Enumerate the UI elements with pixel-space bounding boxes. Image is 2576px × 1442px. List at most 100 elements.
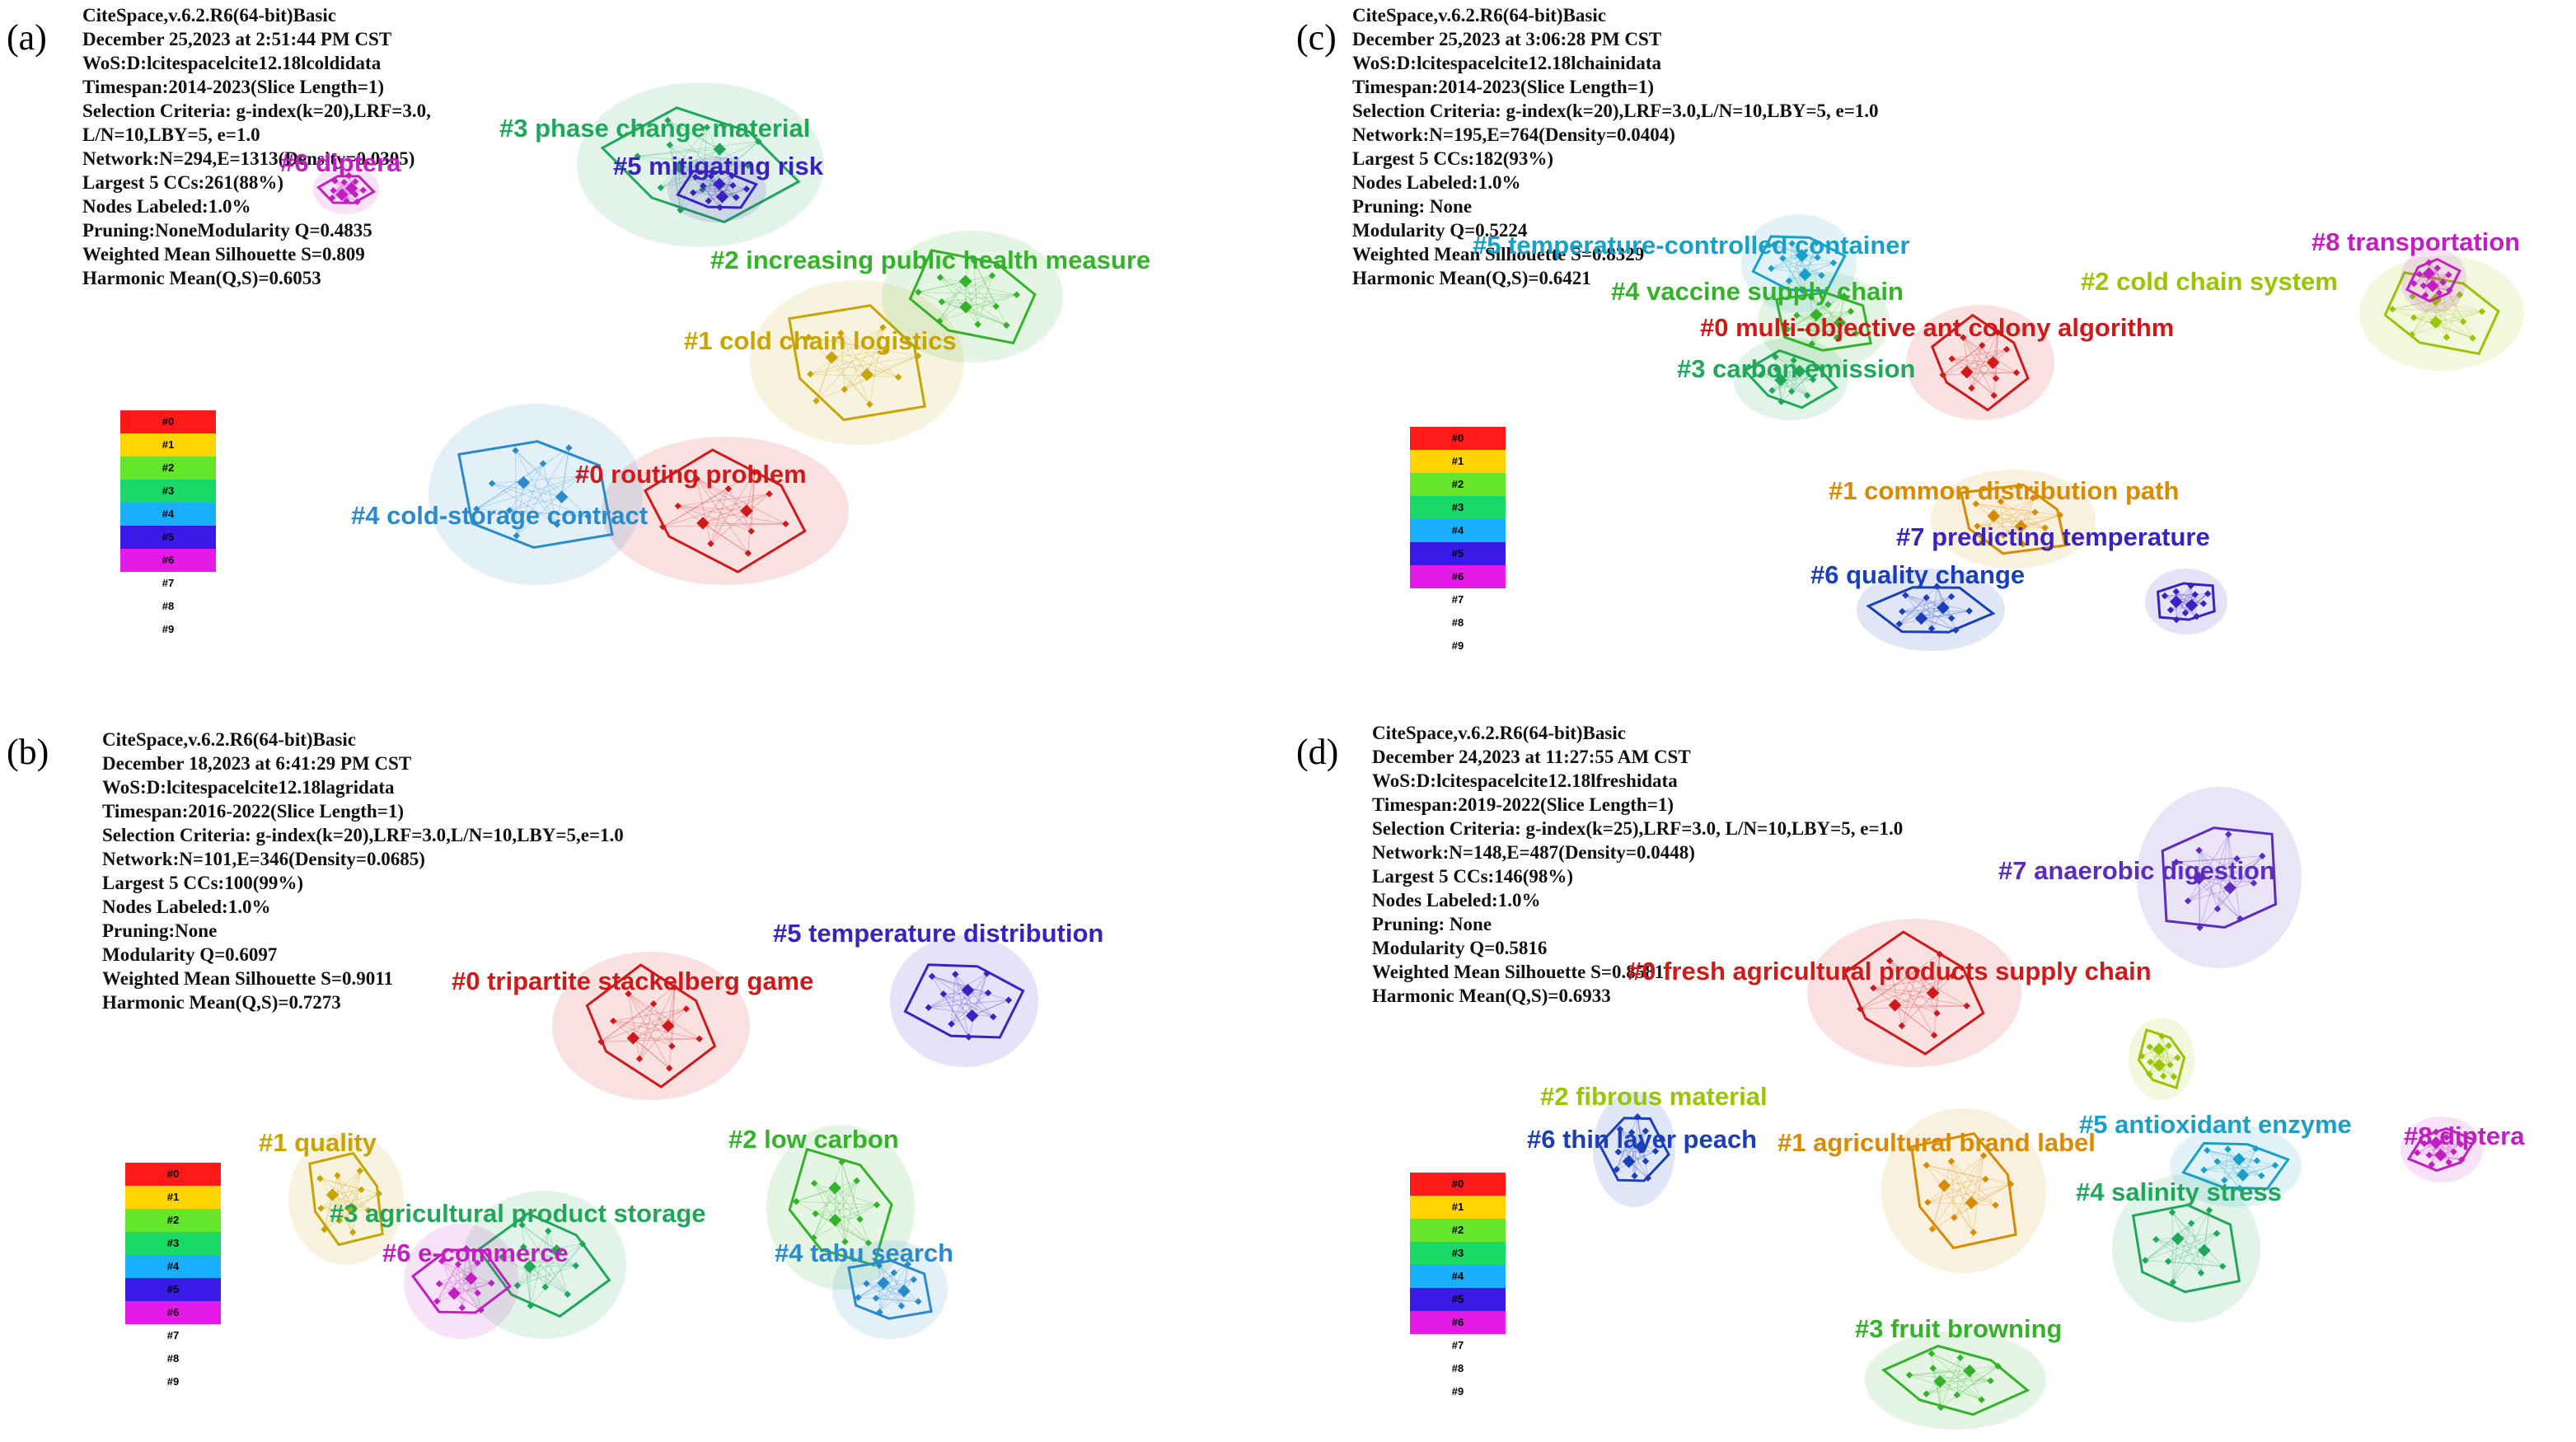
- network-edge: [637, 141, 759, 157]
- network-node: [2456, 291, 2464, 298]
- network-edge: [2177, 1238, 2202, 1274]
- legend-swatch: #5: [120, 526, 216, 549]
- network-edge: [492, 475, 580, 485]
- network-edge: [1956, 1357, 1961, 1396]
- network-edge: [954, 974, 973, 1016]
- network-edge: [2164, 595, 2204, 604]
- network-edge: [977, 275, 993, 325]
- network-edge: [336, 1175, 354, 1233]
- network-edge: [1810, 297, 1813, 344]
- network-edge: [1793, 360, 1808, 396]
- cluster-outline: [585, 963, 717, 1089]
- network-node: [1968, 384, 1975, 392]
- network-node: [550, 1244, 564, 1257]
- network-edge: [517, 1230, 549, 1286]
- cluster-shape: [461, 1191, 626, 1339]
- network-edge: [522, 1224, 569, 1295]
- info-line: Nodes Labeled:1.0%: [1372, 890, 1541, 911]
- info-line: December 18,2023 at 6:41:29 PM CST: [102, 753, 412, 774]
- network-edge: [918, 280, 966, 293]
- network-edge: [928, 972, 987, 1009]
- network-node: [2435, 289, 2443, 297]
- network-edge: [331, 1194, 354, 1233]
- cluster-label: #1 cold chain logistics: [684, 326, 957, 355]
- network-node: [316, 1175, 324, 1182]
- network-node: [2450, 1148, 2457, 1155]
- network-edge: [1943, 1185, 1974, 1233]
- network-edge: [1889, 960, 1935, 1036]
- network-edge: [2020, 498, 2034, 527]
- network-edge: [1963, 337, 2017, 373]
- network-edge: [613, 1008, 686, 1022]
- network-edge: [2172, 1233, 2218, 1283]
- network-edge: [669, 144, 749, 166]
- network-node: [828, 1181, 841, 1195]
- network-edge: [1977, 514, 2060, 527]
- network-edge: [693, 192, 737, 198]
- network-edge: [669, 144, 703, 190]
- info-line: Network:N=195,E=764(Density=0.0404): [1352, 124, 1675, 145]
- network-edge: [692, 175, 733, 194]
- cluster-shape: [750, 280, 964, 445]
- network-edge: [1951, 1161, 1955, 1218]
- network-edge: [2176, 858, 2237, 863]
- cluster-halo: [1865, 1331, 2046, 1430]
- network-edge: [2199, 878, 2231, 888]
- network-node: [672, 160, 686, 174]
- network-node: [879, 324, 887, 331]
- network-edge: [2187, 883, 2255, 901]
- network-node: [2236, 1184, 2244, 1192]
- network-node: [682, 1005, 691, 1013]
- network-edge: [517, 1243, 583, 1286]
- cluster-label: #4 vaccine supply chain: [1611, 277, 1904, 306]
- network-edge: [973, 260, 1007, 325]
- network-node: [1779, 255, 1787, 262]
- network-edge: [1807, 311, 1852, 331]
- legend-swatch: #4: [120, 503, 216, 526]
- network-edge: [2435, 1131, 2462, 1160]
- network-edge: [1787, 329, 1857, 335]
- network-edge: [2167, 1233, 2218, 1262]
- cluster-label: #8 diptera: [2404, 1121, 2525, 1150]
- network-edge: [939, 275, 993, 322]
- network-node: [340, 178, 348, 186]
- cluster-halo: [882, 231, 1063, 363]
- network-node: [518, 1221, 526, 1229]
- network-node: [464, 1271, 478, 1285]
- info-line: Timespan:2014-2023(Slice Length=1): [82, 77, 384, 97]
- network-edge: [710, 488, 729, 545]
- network-node: [1924, 1198, 1932, 1206]
- network-edge: [2435, 311, 2483, 323]
- network-node: [1982, 1175, 1989, 1183]
- network-edge: [1775, 356, 1808, 396]
- cluster-label: #3 phase change material: [499, 114, 811, 143]
- network-edge: [1977, 512, 2035, 527]
- network-edge: [612, 1020, 670, 1069]
- network-edge: [2224, 1164, 2276, 1181]
- cluster-label: #2 cold chain system: [2081, 267, 2338, 296]
- network-edge: [628, 993, 700, 1040]
- network-edge: [965, 294, 1017, 308]
- network-edge: [2435, 294, 2461, 323]
- info-line: Harmonic Mean(Q,S)=0.7273: [102, 992, 341, 1013]
- network-node: [904, 1260, 911, 1268]
- network-edge: [2145, 1233, 2218, 1261]
- network-node: [2173, 616, 2180, 624]
- network-edge: [1899, 611, 1969, 625]
- network-edge: [522, 1246, 569, 1295]
- network-node: [1804, 326, 1811, 334]
- network-edge: [2199, 858, 2237, 879]
- network-edge: [1931, 1353, 1982, 1401]
- network-edge: [2199, 850, 2218, 910]
- network-edge: [1805, 262, 1834, 275]
- network-node: [707, 540, 714, 548]
- network-edge: [1977, 525, 2045, 529]
- network-edge: [515, 450, 558, 525]
- network-edge: [522, 1224, 577, 1266]
- network-edge: [438, 1262, 478, 1285]
- network-node: [2185, 598, 2199, 612]
- network-node: [2218, 1262, 2227, 1271]
- legend-swatch: #6: [1410, 565, 1506, 588]
- network-edge: [813, 1162, 842, 1238]
- cluster-halo: [1881, 1108, 2046, 1273]
